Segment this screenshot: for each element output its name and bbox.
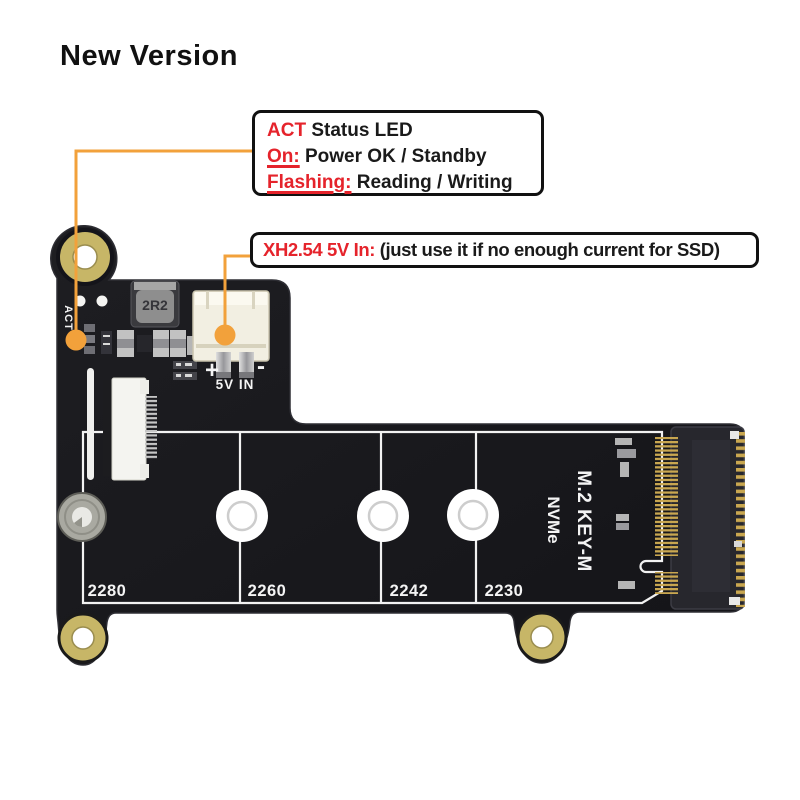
- power-in-label: 5V IN: [215, 377, 255, 392]
- m2-socket: [655, 426, 745, 610]
- mounting-hole-top-left: [56, 228, 114, 286]
- act-callout-box: ACT Status LED On: Power OK / Standby Fl…: [252, 110, 544, 196]
- power-callout-text: XH2.54 5V In: (just use it if no enough …: [263, 239, 720, 260]
- power-callout-box: XH2.54 5V In: (just use it if no enough …: [250, 232, 759, 268]
- power-connector-xh254: [192, 290, 270, 378]
- size-label-2230: 2230: [484, 582, 524, 600]
- mounting-hole-bottom-middle: [516, 611, 568, 663]
- inductor-2r2: [130, 280, 180, 328]
- size-label-2242: 2242: [389, 582, 429, 600]
- smd-components: [84, 324, 197, 380]
- power-minus-label: -: [257, 353, 265, 380]
- power-plus-label: +: [204, 357, 219, 384]
- smd-components-right: [615, 438, 636, 589]
- size-label-2280: 2280: [87, 582, 127, 600]
- power-leader-dot: [214, 324, 236, 346]
- inductor-value-label: 2R2: [142, 297, 168, 313]
- act-leader-line: [74, 149, 252, 340]
- m2-key-label: M.2 KEY-M: [573, 470, 594, 572]
- size-label-2260: 2260: [247, 582, 287, 600]
- silkscreen-ffc-outline: [87, 368, 94, 480]
- act-silkscreen-label: ACT: [62, 305, 74, 331]
- act-callout-line1: ACT Status LED: [267, 120, 413, 141]
- mounting-hole-bottom-left: [57, 612, 109, 664]
- act-leader-dot: [65, 329, 87, 351]
- via-dot-2: [96, 295, 108, 307]
- act-callout-line2: On: Power OK / Standby: [267, 146, 487, 167]
- page-title: New Version: [60, 40, 238, 72]
- ffc-connector: [103, 377, 157, 481]
- power-leader-line: [223, 254, 250, 335]
- screw-hole-2242: [357, 490, 409, 542]
- screw-hole-2230: [447, 489, 499, 541]
- screw-hole-2260: [216, 490, 268, 542]
- standoff-2280: [57, 492, 107, 542]
- callout-leader-lines: [74, 149, 252, 340]
- act-callout-line3: Flashing: Reading / Writing: [267, 172, 513, 193]
- nvme-label: NVMe: [544, 496, 563, 544]
